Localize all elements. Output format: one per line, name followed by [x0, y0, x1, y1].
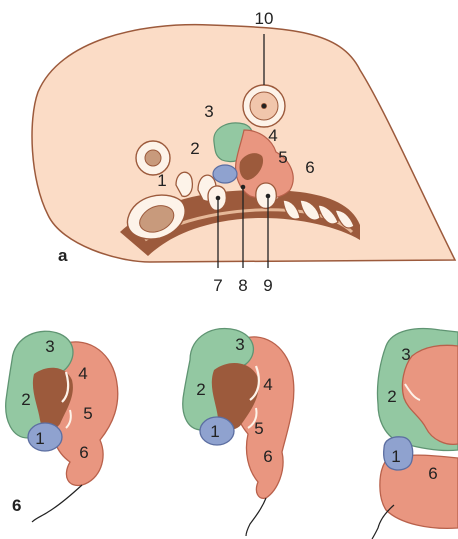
label-s2-4: 4: [263, 375, 272, 394]
label-s2-2: 2: [196, 380, 205, 399]
label-a-4: 4: [268, 126, 277, 145]
label-a-8: 8: [238, 276, 247, 295]
label-a-7: 7: [213, 276, 222, 295]
label-a-2: 2: [190, 139, 199, 158]
label-s1-3: 3: [45, 337, 54, 356]
label-s3-3: 3: [401, 345, 410, 364]
panel-a: 10 3 4 2 5 6 1 7 8 9 a: [32, 9, 455, 295]
structure-1-blue: [213, 165, 237, 183]
label-a-1: 1: [157, 171, 166, 190]
stage2-tail: [246, 498, 266, 536]
lens-pit-left: [145, 150, 161, 166]
panel-a-letter: a: [58, 246, 68, 265]
label-s1-6: 6: [79, 443, 88, 462]
panel-b-stage-2: 3 4 2 5 1 6: [183, 328, 294, 536]
label-s1-4: 4: [78, 364, 87, 383]
label-a-10: 10: [255, 9, 274, 28]
label-s2-3: 3: [235, 335, 244, 354]
label-s2-1: 1: [210, 422, 219, 441]
stage1-blue: [28, 423, 62, 451]
label-s1-2: 2: [21, 390, 30, 409]
label-a-3: 3: [204, 102, 213, 121]
label-s3-2: 2: [387, 387, 396, 406]
panel-b-stage-1: 3 4 2 5 1 6 6: [6, 331, 118, 522]
stage1-tail: [32, 485, 82, 522]
label-a-5: 5: [278, 148, 287, 167]
label-s3-1: 1: [391, 447, 400, 466]
panel-b-number: 6: [12, 496, 21, 515]
label-a-9: 9: [263, 276, 272, 295]
label-s3-6: 6: [428, 464, 437, 483]
panel-b-stage-3: 3 2 1 6: [372, 329, 458, 539]
label-s2-6: 6: [263, 447, 272, 466]
label-s1-1: 1: [35, 429, 44, 448]
label-a-6: 6: [305, 158, 314, 177]
label-s2-5: 5: [254, 419, 263, 438]
label-s1-5: 5: [83, 404, 92, 423]
